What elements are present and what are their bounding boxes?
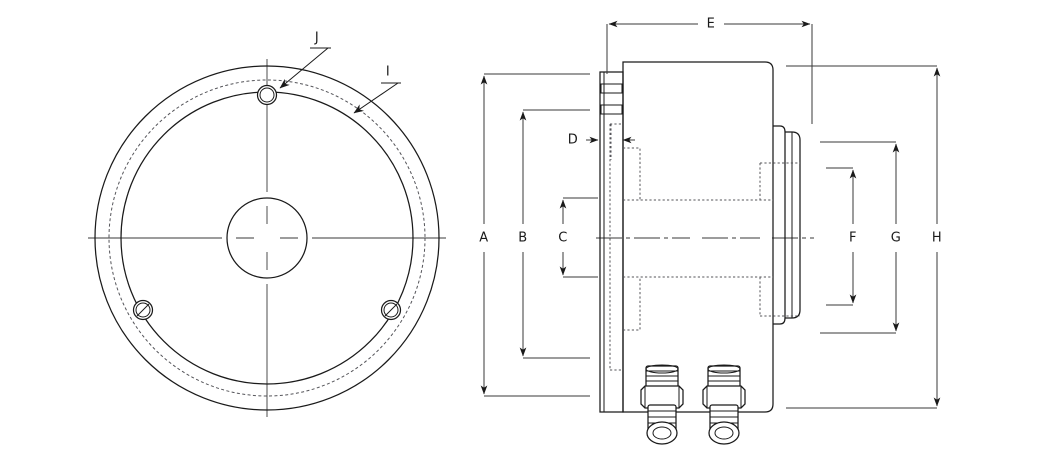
center-hub-circle <box>226 197 308 279</box>
fitting-hex-nut <box>702 385 746 409</box>
fitting-hex-nut <box>640 385 684 409</box>
dimension-leader-I <box>353 82 401 114</box>
main-body <box>622 61 774 413</box>
dimension-label-A: A <box>479 231 488 246</box>
dimension-label-I: I <box>386 65 390 80</box>
dimension-label-B: B <box>518 231 527 246</box>
dimension-leader-J <box>279 47 331 89</box>
bolt-circle <box>108 79 426 397</box>
front-view-centerlines <box>88 59 446 417</box>
dimension-label-G: G <box>891 231 902 246</box>
dimension-F <box>826 167 857 306</box>
dimension-C <box>559 197 598 278</box>
dimension-label-D: D <box>568 133 579 148</box>
port-fitting-right <box>702 364 746 445</box>
dimension-label-H: H <box>932 231 942 246</box>
bolt-hole-lower-left <box>132 299 154 321</box>
dimension-label-F: F <box>849 231 857 246</box>
outer-circle <box>94 65 440 411</box>
dimension-label-J: J <box>314 31 319 46</box>
dimension-label-E: E <box>707 17 716 32</box>
fitting-tip <box>646 421 678 445</box>
dimension-A <box>480 73 590 397</box>
dimension-H <box>786 65 941 409</box>
dimension-G <box>820 141 900 334</box>
dimension-label-C: C <box>558 231 568 246</box>
side-view: A B C D E <box>479 17 942 445</box>
port-fitting-left <box>640 364 684 445</box>
bolt-hole-top <box>256 84 278 106</box>
fitting-upper-thread <box>707 364 741 389</box>
dimension-E <box>606 20 813 124</box>
body-hidden-lines <box>623 147 773 331</box>
hub-step-outer <box>773 125 801 325</box>
hub-hidden-lines <box>759 162 800 317</box>
fitting-tip <box>708 421 740 445</box>
flange-plate <box>599 71 624 413</box>
fitting-upper-thread <box>645 364 679 389</box>
front-view: J I <box>88 31 446 417</box>
flange-hidden-lines <box>609 123 623 371</box>
bolt-hole-lower-right <box>380 299 402 321</box>
dimension-D <box>586 124 635 160</box>
dimension-B <box>519 109 590 359</box>
